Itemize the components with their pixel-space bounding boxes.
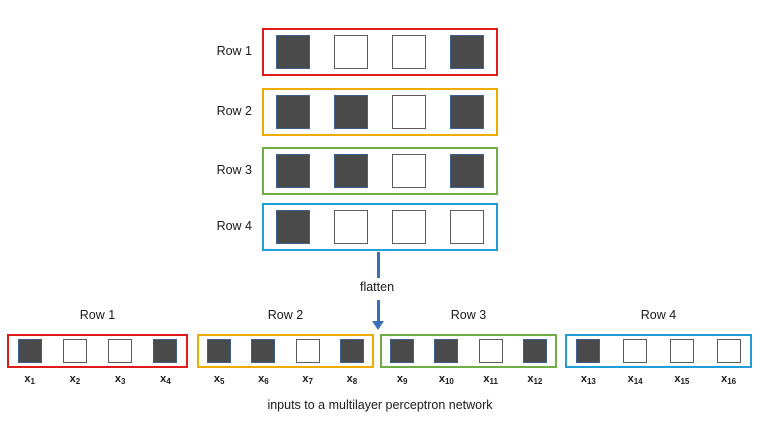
flattened-cell-x15 <box>669 339 694 363</box>
flattened-group-title-1: Row 1 <box>79 308 116 322</box>
grid-row-label-3: Row 3 <box>216 163 252 177</box>
flattened-cell-x2 <box>62 339 87 363</box>
grid-cell-r4-c4 <box>450 210 484 244</box>
variable-label-x15: x15 <box>674 373 690 386</box>
flattened-cell-x1 <box>17 339 42 363</box>
grid-cell-r4-c1 <box>276 210 310 244</box>
flattened-cell-x12 <box>522 339 547 363</box>
variable-label-x16: x16 <box>721 373 737 386</box>
flattened-group-title-3: Row 3 <box>450 308 487 322</box>
flattened-cell-x16 <box>716 339 741 363</box>
grid-row-box-4 <box>262 203 498 251</box>
variable-label-x5: x5 <box>213 373 225 386</box>
grid-row-label-2: Row 2 <box>216 104 252 118</box>
grid-cell-r4-c2 <box>334 210 368 244</box>
flattened-cell-x8 <box>339 339 364 363</box>
flattened-group-box-4 <box>565 334 752 368</box>
variable-label-x4: x4 <box>160 373 171 386</box>
flatten-arrow-head <box>372 321 384 330</box>
flatten-arrow-lower-line <box>377 300 380 322</box>
grid-cell-r4-c3 <box>392 210 426 244</box>
flatten-arrow-upper-line <box>377 252 380 278</box>
grid-cell-r1-c2 <box>334 35 368 69</box>
flattened-cell-x6 <box>251 339 276 363</box>
grid-cell-r3-c3 <box>392 154 426 188</box>
grid-cell-r2-c4 <box>450 95 484 129</box>
grid-cell-r3-c2 <box>334 154 368 188</box>
grid-row-box-2 <box>262 88 498 136</box>
flattened-cell-x3 <box>108 339 133 363</box>
grid-cell-r2-c1 <box>276 95 310 129</box>
flattened-cell-x7 <box>295 339 320 363</box>
flattened-cell-x11 <box>478 339 503 363</box>
grid-cell-r2-c3 <box>392 95 426 129</box>
grid-cell-r3-c4 <box>450 154 484 188</box>
grid-cell-r3-c1 <box>276 154 310 188</box>
flatten-label: flatten <box>359 280 395 294</box>
variable-label-x11: x11 <box>483 373 498 386</box>
flattened-cell-x5 <box>207 339 232 363</box>
flattened-cell-x13 <box>576 339 601 363</box>
variable-label-x3: x3 <box>114 373 126 386</box>
flattened-cell-x9 <box>390 339 415 363</box>
flattened-group-title-2: Row 2 <box>267 308 304 322</box>
variable-label-x1: x1 <box>24 373 35 386</box>
variable-label-x2: x2 <box>69 373 81 386</box>
flattened-cell-x10 <box>434 339 459 363</box>
variable-label-x13: x13 <box>580 373 596 386</box>
grid-row-label-1: Row 1 <box>216 44 252 58</box>
grid-cell-r1-c1 <box>276 35 310 69</box>
variable-label-x8: x8 <box>346 373 358 386</box>
grid-row-box-1 <box>262 28 498 76</box>
variable-label-x10: x10 <box>438 373 454 386</box>
flattened-group-title-4: Row 4 <box>640 308 677 322</box>
grid-cell-r1-c3 <box>392 35 426 69</box>
flattened-cell-x4 <box>153 339 178 363</box>
flattened-group-box-1 <box>7 334 188 368</box>
variable-label-x6: x6 <box>258 373 269 386</box>
grid-cell-r1-c4 <box>450 35 484 69</box>
grid-row-label-4: Row 4 <box>216 219 252 233</box>
variable-label-x9: x9 <box>396 373 408 386</box>
variable-label-x7: x7 <box>302 373 313 386</box>
flattened-group-box-2 <box>197 334 374 368</box>
flattened-cell-x14 <box>623 339 648 363</box>
grid-row-box-3 <box>262 147 498 195</box>
figure-caption: inputs to a multilayer perceptron networ… <box>267 398 493 412</box>
flattened-group-box-3 <box>380 334 557 368</box>
variable-label-x14: x14 <box>627 373 643 386</box>
variable-label-x12: x12 <box>527 373 543 386</box>
grid-cell-r2-c2 <box>334 95 368 129</box>
